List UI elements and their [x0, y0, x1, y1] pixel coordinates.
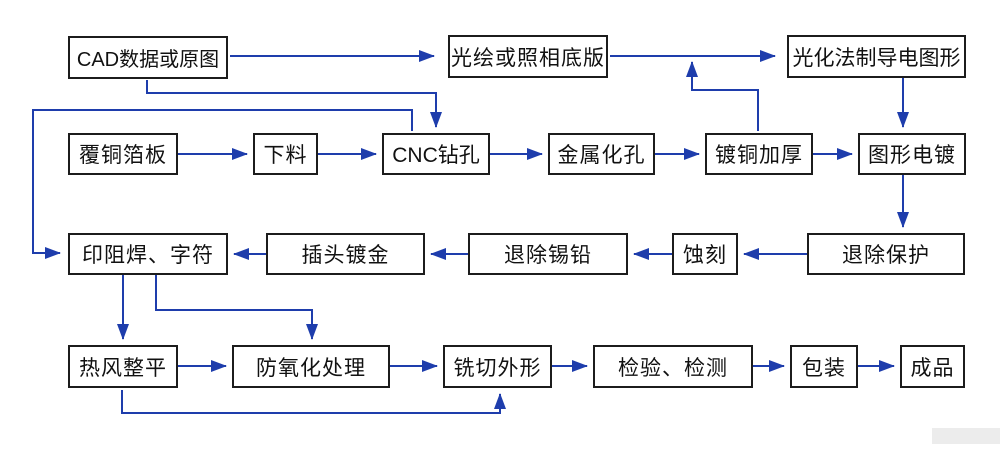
- watermark-remnant: [932, 428, 1000, 444]
- node-hot-air-leveling: 热风整平: [68, 345, 178, 388]
- node-photoplot-film: 光绘或照相底版: [448, 35, 608, 78]
- node-cad-data: CAD数据或原图: [68, 36, 228, 79]
- node-strip-tin-lead: 退除锡铅: [468, 233, 628, 275]
- node-routing-outline: 铣切外形: [443, 345, 552, 388]
- node-cnc-drilling: CNC钻孔: [382, 133, 490, 175]
- node-finished-product: 成品: [900, 345, 965, 388]
- node-etching: 蚀刻: [672, 233, 738, 275]
- node-pattern-plating: 图形电镀: [858, 133, 966, 175]
- node-packing: 包装: [790, 345, 858, 388]
- node-copper-clad-laminate: 覆铜箔板: [68, 133, 178, 175]
- node-inspection-testing: 检验、检测: [593, 345, 753, 388]
- node-copper-thickening: 镀铜加厚: [705, 133, 813, 175]
- node-cutting: 下料: [253, 133, 318, 175]
- node-strip-resist: 退除保护: [807, 233, 965, 275]
- node-hole-metallization: 金属化孔: [548, 133, 655, 175]
- node-connector-gold-plating: 插头镀金: [266, 233, 425, 275]
- node-photochemical-pattern: 光化法制导电图形: [787, 35, 966, 78]
- node-solder-mask-legend: 印阻焊、字符: [68, 233, 228, 275]
- node-anti-oxidation: 防氧化处理: [232, 345, 390, 388]
